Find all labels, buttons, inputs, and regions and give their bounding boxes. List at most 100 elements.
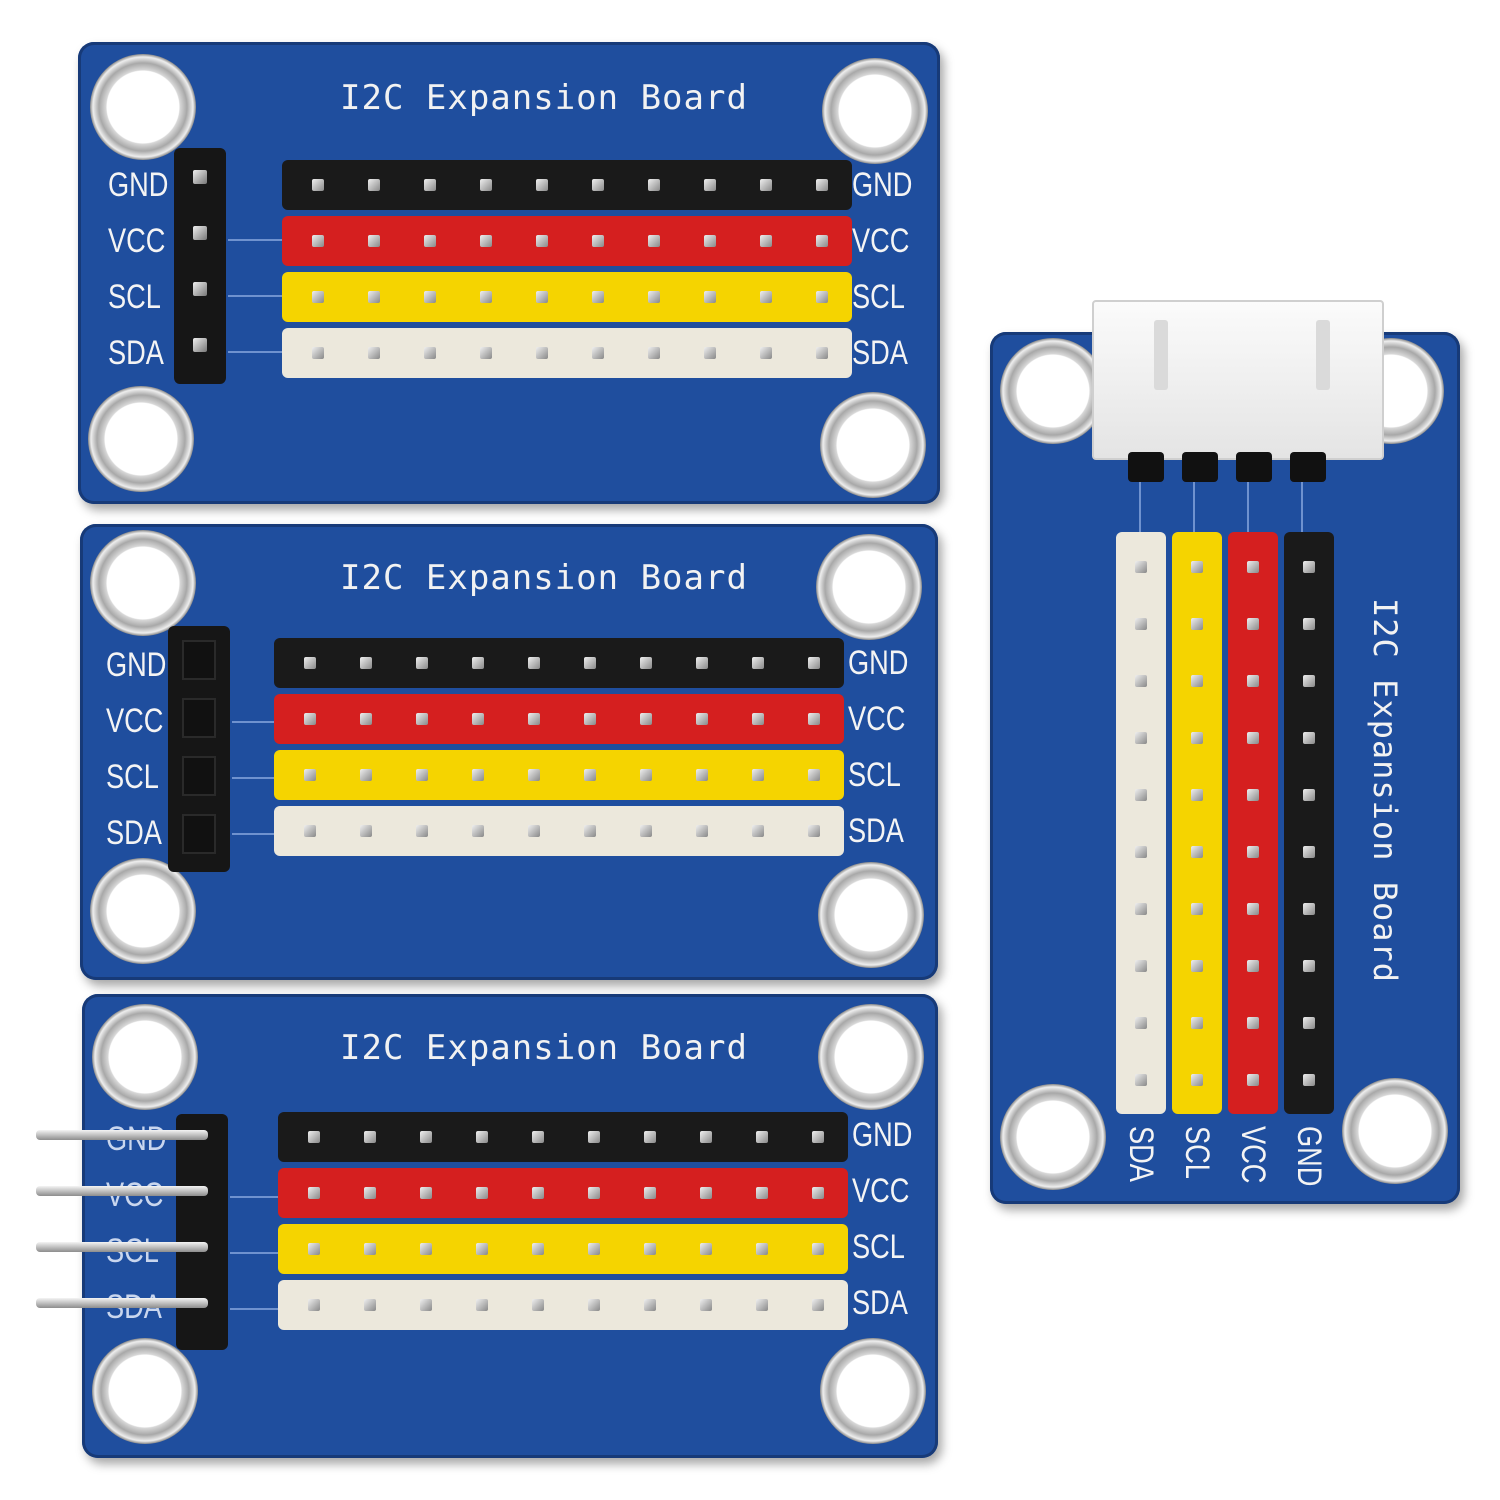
header-pin: [674, 697, 730, 741]
label-bottom-vcc: VCC: [1234, 1126, 1272, 1184]
header-pin: [566, 1227, 622, 1271]
mounting-hole: [818, 1004, 924, 1110]
header-pin: [402, 219, 458, 263]
header-pin: [193, 170, 207, 184]
header-pin: [622, 1115, 678, 1159]
header-pin: [1135, 823, 1147, 880]
header-row-sda: [274, 806, 844, 856]
header-pin: [678, 1115, 734, 1159]
right-angle-pin: [36, 1130, 208, 1140]
header-pin: [626, 275, 682, 319]
header-pin: [1247, 880, 1259, 937]
header-pin: [682, 275, 738, 319]
header-pin: [790, 1283, 846, 1327]
header-pin: [193, 226, 207, 240]
header-pin: [678, 1283, 734, 1327]
header-pin: [678, 1171, 734, 1215]
header-pin: [730, 809, 786, 853]
trace: [230, 1252, 278, 1254]
header-row-gnd: [282, 160, 852, 210]
header-pin: [1303, 538, 1315, 595]
label-right-scl: SCL: [848, 756, 901, 794]
header-row-vcc: [278, 1168, 848, 1218]
jst-pin-pad: [1182, 452, 1218, 482]
header-pin: [622, 1227, 678, 1271]
header-pin: [394, 697, 450, 741]
header-pin: [450, 809, 506, 853]
header-pin: [1303, 766, 1315, 823]
header-pin: [1135, 937, 1147, 994]
header-pin: [450, 641, 506, 685]
header-pin: [1135, 709, 1147, 766]
header-pin: [506, 809, 562, 853]
label-right-gnd: GND: [852, 1116, 913, 1154]
header-pin: [566, 1283, 622, 1327]
header-pin: [626, 331, 682, 375]
header-pin: [626, 219, 682, 263]
header-pin: [562, 809, 618, 853]
header-pin: [786, 641, 842, 685]
header-pin: [454, 1115, 510, 1159]
label-left-vcc: VCC: [106, 702, 164, 740]
header-pin: [618, 697, 674, 741]
mounting-hole: [818, 862, 924, 968]
header-pin: [682, 163, 738, 207]
header-pin: [1191, 1051, 1203, 1108]
header-pin: [458, 163, 514, 207]
label-right-scl: SCL: [852, 278, 905, 316]
header-pin: [290, 331, 346, 375]
header-pin: [398, 1227, 454, 1271]
mounting-hole: [820, 392, 926, 498]
header-pin: [346, 275, 402, 319]
header-pin: [1247, 937, 1259, 994]
header-pin: [338, 809, 394, 853]
label-right-vcc: VCC: [852, 222, 910, 260]
label-left-scl: SCL: [108, 278, 161, 316]
header-pin: [282, 641, 338, 685]
header-pin: [1191, 652, 1203, 709]
header-col-scl: [1172, 532, 1222, 1114]
header-pin: [1303, 595, 1315, 652]
header-pin: [346, 331, 402, 375]
board-title: I2C Expansion Board: [340, 78, 748, 118]
trace: [228, 295, 282, 297]
header-pin: [566, 1171, 622, 1215]
header-row-scl: [274, 750, 844, 800]
header-pin: [398, 1283, 454, 1327]
header-pin: [562, 697, 618, 741]
header-pin: [1191, 994, 1203, 1051]
header-pin: [738, 331, 794, 375]
header-pin: [738, 219, 794, 263]
mounting-hole: [90, 530, 196, 636]
mounting-hole: [1000, 338, 1106, 444]
header-pin: [1303, 652, 1315, 709]
header-pin: [514, 275, 570, 319]
mounting-hole: [1000, 1084, 1106, 1190]
header-pin: [402, 163, 458, 207]
header-pin: [346, 219, 402, 263]
trace: [228, 239, 282, 241]
header-pin: [282, 697, 338, 741]
header-pin: [734, 1115, 790, 1159]
header-pin: [570, 331, 626, 375]
jst-connector: [1092, 300, 1384, 460]
right-angle-pin: [36, 1242, 208, 1252]
female-socket-4: [168, 626, 230, 872]
label-left-vcc: VCC: [108, 222, 166, 260]
header-pin: [1247, 652, 1259, 709]
socket-hole: [182, 814, 216, 854]
header-pin: [394, 809, 450, 853]
header-pin: [786, 753, 842, 797]
socket-hole: [182, 640, 216, 680]
header-pin: [458, 275, 514, 319]
header-pin: [730, 641, 786, 685]
header-pin: [622, 1283, 678, 1327]
header-pin: [1247, 766, 1259, 823]
header-pin: [734, 1171, 790, 1215]
header-pin: [454, 1171, 510, 1215]
header-pin: [193, 282, 207, 296]
header-col-vcc: [1228, 532, 1278, 1114]
header-pin: [510, 1171, 566, 1215]
trace: [1193, 478, 1195, 542]
header-row-scl: [278, 1224, 848, 1274]
